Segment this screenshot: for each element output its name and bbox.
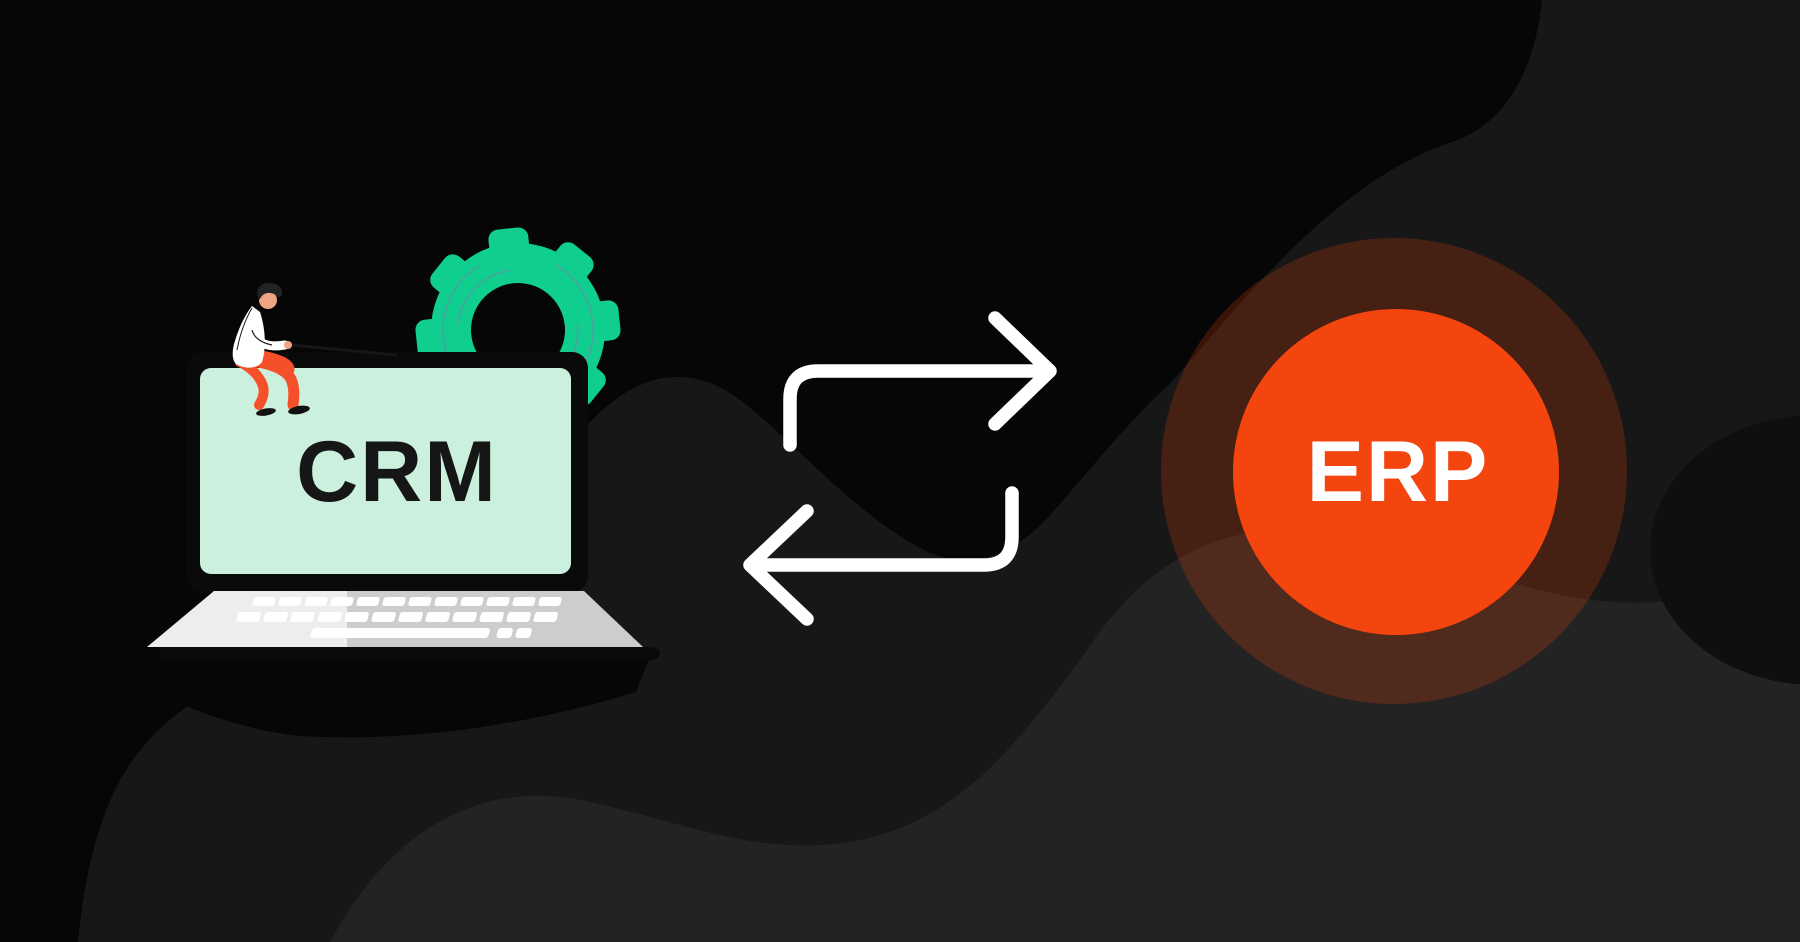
key-row-middle (236, 612, 558, 622)
person-arm-contour (251, 329, 273, 346)
arrow-right (783, 311, 1057, 452)
keyboard-keys (236, 597, 562, 638)
crm-label: CRM (296, 424, 498, 520)
person-head (259, 291, 277, 309)
person-hair (257, 282, 283, 300)
arrow-right-head (988, 311, 1057, 431)
erp-badge: ERP (1161, 238, 1627, 704)
sync-arrows-icon (743, 311, 1057, 626)
person-stick (278, 342, 398, 357)
erp-label: ERP (1307, 424, 1490, 520)
arrow-left-head (743, 504, 814, 626)
person-leg-near (235, 357, 269, 410)
person-leg-far (244, 352, 300, 411)
laptop-icon: CRM (147, 352, 661, 738)
erp-circle (1233, 309, 1559, 635)
person-shoe-far (288, 405, 310, 415)
laptop-shadow (150, 652, 652, 738)
person-hand (284, 341, 292, 349)
person-arm (247, 311, 290, 351)
person-shoe-near (256, 408, 276, 416)
blob-corner-darker (1650, 415, 1800, 685)
person-figure (232, 282, 398, 416)
key-row-space (310, 628, 532, 638)
spacebar-key (310, 628, 490, 638)
gear-arc-outer (442, 254, 594, 406)
arrow-right-shaft (783, 364, 1049, 452)
laptop-base-strip (160, 647, 661, 661)
laptop-screen (200, 368, 571, 574)
blob-bottom-light (330, 527, 1800, 942)
arrow-left-shaft (751, 486, 1019, 572)
person-back-contour (236, 307, 253, 351)
arrow-left (743, 486, 1019, 626)
key-row-top (252, 597, 562, 606)
